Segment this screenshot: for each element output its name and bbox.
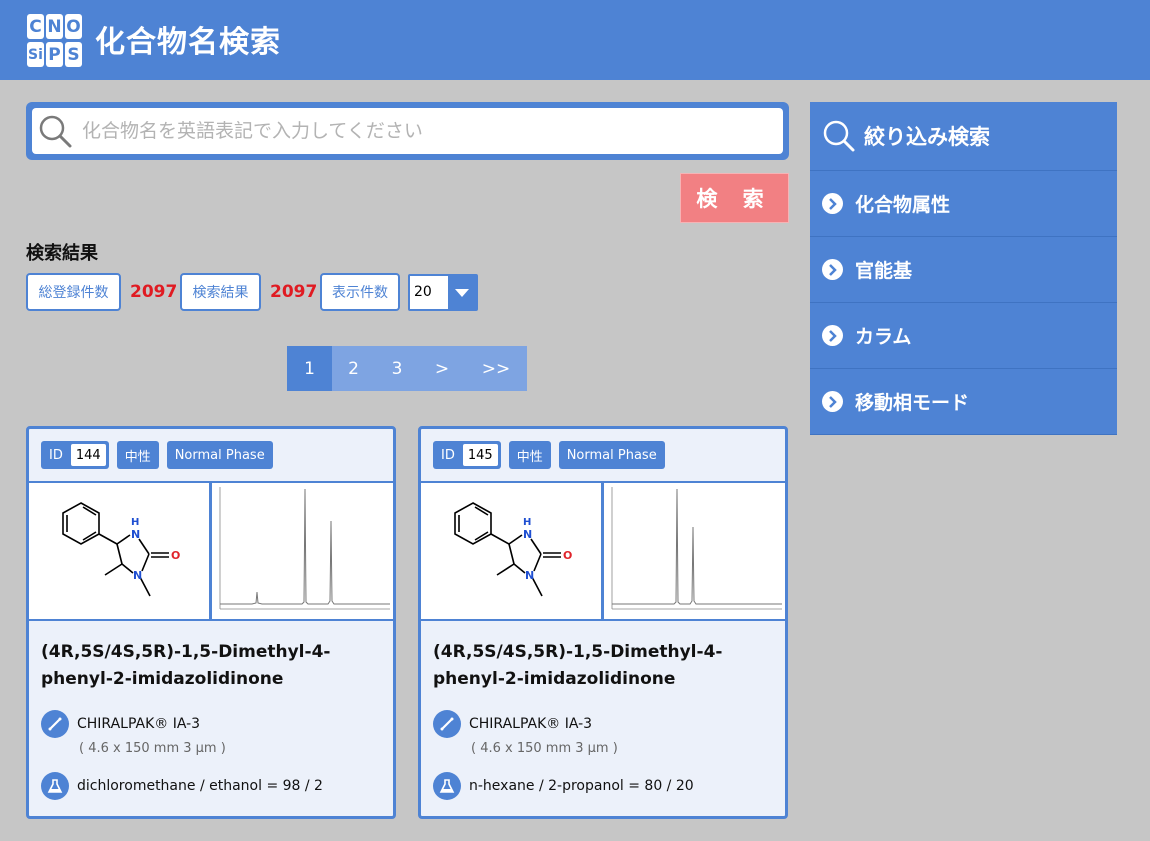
property-badge: 中性 (116, 441, 159, 469)
page-3[interactable]: 3 (375, 346, 419, 391)
cnosips-logo[interactable]: C N O Si P S (27, 14, 83, 68)
structure-o-label: O (171, 549, 180, 562)
mobile-phase-info: n-hexane / 2-propanol = 80 / 20 (433, 772, 694, 800)
mobile-phase-info: dichloromethane / ethanol = 98 / 2 (41, 772, 323, 800)
structure-n-label: N (131, 528, 140, 541)
id-badge: ID 144 (41, 441, 109, 469)
chromatogram-image (212, 483, 393, 619)
flask-icon (433, 772, 461, 800)
result-card[interactable]: ID 145 中性 Normal Phase (418, 426, 788, 819)
filter-item-compound-attributes[interactable]: 化合物属性 (810, 171, 1117, 237)
filter-item-column[interactable]: カラム (810, 303, 1117, 369)
card-images: H N N O (29, 481, 393, 621)
mobile-phase: n-hexane / 2-propanol = 80 / 20 (469, 778, 694, 794)
column-info: CHIRALPAK® IA-3 (433, 710, 592, 738)
page-title: 化合物名検索 (95, 25, 281, 60)
chevron-right-icon (822, 193, 843, 214)
logo-letter-s: S (65, 42, 82, 67)
logo-letter-p: P (46, 42, 63, 67)
mobile-phase: dichloromethane / ethanol = 98 / 2 (77, 778, 323, 794)
column-size: ( 4.6 x 150 mm 3 μm ) (471, 741, 618, 756)
logo-letter-n: N (46, 14, 63, 39)
compound-name: (4R,5S/4S,5R)-1,5-Dimethyl-4-phenyl-2-im… (433, 642, 723, 689)
chevron-right-icon (822, 325, 843, 346)
display-count-value: 20 (414, 284, 432, 300)
display-count-label: 表示件数 (320, 273, 400, 311)
structure-image: H N N O (421, 483, 604, 619)
filter-sidebar: 絞り込み検索 化合物属性 官能基 カラム 移動相モード (810, 102, 1117, 435)
search-icon (39, 115, 72, 148)
id-badge: ID 145 (433, 441, 501, 469)
filter-item-label: カラム (855, 326, 912, 348)
page-1[interactable]: 1 (287, 346, 332, 391)
display-count-select[interactable]: 20 (408, 274, 478, 311)
results-heading: 検索結果 (26, 243, 98, 264)
structure-n-label: N (523, 528, 532, 541)
pagination: 1 2 3 > >> (287, 346, 527, 391)
filter-item-mobile-phase-mode[interactable]: 移動相モード (810, 369, 1117, 435)
logo-letter-o: O (65, 14, 82, 39)
result-count-label: 検索結果 (180, 273, 261, 311)
flask-icon (41, 772, 69, 800)
structure-n-label: N (525, 569, 534, 582)
total-count-label: 総登録件数 (26, 273, 121, 311)
chevron-right-icon (822, 391, 843, 412)
id-value: 145 (462, 444, 498, 466)
chromatogram-image (604, 483, 785, 619)
card-tags: ID 145 中性 Normal Phase (433, 441, 665, 469)
structure-o-label: O (563, 549, 572, 562)
column-icon (433, 710, 461, 738)
column-info: CHIRALPAK® IA-3 (41, 710, 200, 738)
search-icon (823, 120, 855, 152)
structure-nh-label: H (523, 517, 531, 528)
page-2[interactable]: 2 (332, 346, 375, 391)
result-card[interactable]: ID 144 中性 Normal Phase (26, 426, 396, 819)
card-tags: ID 144 中性 Normal Phase (41, 441, 273, 469)
filter-item-functional-group[interactable]: 官能基 (810, 237, 1117, 303)
logo-letter-c: C (27, 14, 44, 39)
id-label: ID (49, 447, 63, 463)
column-size: ( 4.6 x 150 mm 3 μm ) (79, 741, 226, 756)
mode-badge: Normal Phase (558, 441, 665, 469)
structure-n-label: N (133, 569, 142, 582)
filter-item-label: 官能基 (855, 260, 913, 282)
filter-item-label: 移動相モード (855, 392, 970, 414)
logo-letter-si: Si (27, 42, 44, 67)
search-button[interactable]: 検 索 (680, 173, 789, 223)
search-field-wrapper[interactable] (32, 108, 783, 154)
result-count-value: 2097 (270, 282, 318, 302)
id-value: 144 (70, 444, 106, 466)
column-name: CHIRALPAK® IA-3 (469, 716, 593, 732)
column-icon (41, 710, 69, 738)
property-badge: 中性 (508, 441, 551, 469)
id-label: ID (441, 447, 455, 463)
search-input[interactable] (82, 108, 772, 154)
app-header: C N O Si P S 化合物名検索 (0, 0, 1150, 80)
mode-badge: Normal Phase (166, 441, 273, 469)
chevron-right-icon (822, 259, 843, 280)
structure-image: H N N O (29, 483, 212, 619)
column-name: CHIRALPAK® IA-3 (77, 716, 201, 732)
dropdown-arrow-icon[interactable] (448, 276, 476, 309)
compound-name: (4R,5S/4S,5R)-1,5-Dimethyl-4-phenyl-2-im… (41, 642, 331, 689)
total-count-value: 2097 (130, 282, 178, 302)
filter-item-label: 化合物属性 (855, 194, 951, 216)
card-images: H N N O (421, 481, 785, 621)
search-bar (26, 102, 789, 160)
filter-title: 絞り込み検索 (864, 125, 990, 149)
filter-header: 絞り込み検索 (810, 102, 1117, 171)
page-next[interactable]: > (419, 346, 465, 391)
structure-nh-label: H (131, 517, 139, 528)
page-last[interactable]: >> (465, 346, 527, 391)
